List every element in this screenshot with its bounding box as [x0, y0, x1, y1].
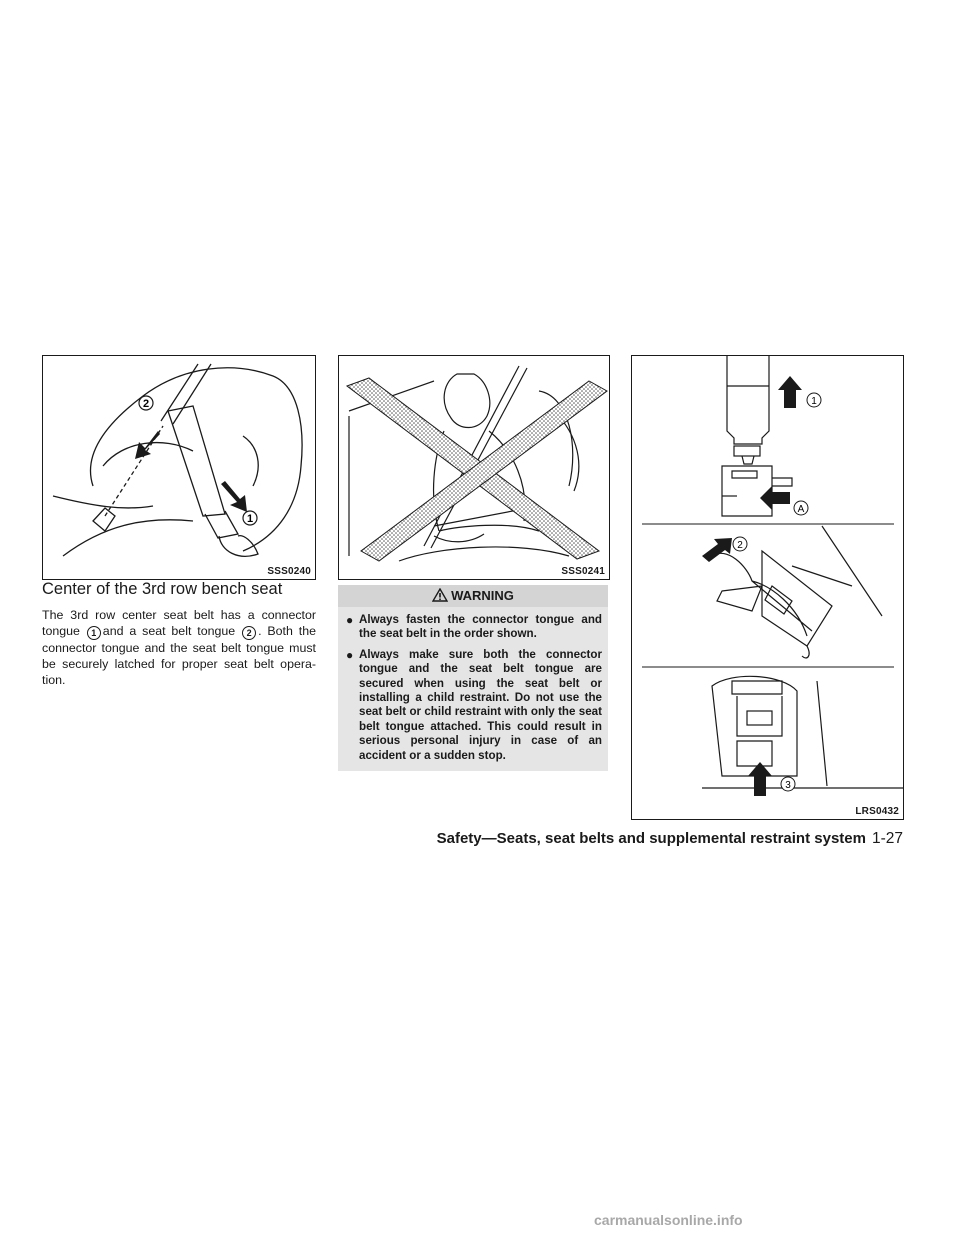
body-text-part: . Both the connector tongue and the seat…: [42, 624, 316, 687]
warning-box: WARNING ● Always fasten the connector ton…: [338, 585, 608, 771]
marker-1: 1: [86, 626, 101, 640]
seat-belt-latching-illustration: 2 1: [52, 363, 303, 557]
figure-sss0240: 2 1 SSS0240: [42, 355, 316, 580]
callout-2: 2: [143, 398, 149, 410]
page-footer: Safety—Seats, seat belts and supplementa…: [437, 830, 903, 848]
warning-item-text: Always make sure both the connector tong…: [359, 647, 602, 762]
figure-lrs0432: 1 A 2 3 LRS0432: [631, 355, 904, 820]
body-text-part: The 3rd row center seat belt has a conne…: [42, 608, 316, 638]
figure-code: SSS0241: [561, 566, 605, 577]
figure-code: SSS0240: [267, 566, 311, 577]
figure-code: LRS0432: [855, 806, 899, 817]
callout-A: A: [798, 504, 805, 515]
warning-item-text: Always fasten the connector tongue and t…: [359, 613, 602, 641]
marker-2: 2: [242, 626, 257, 640]
warning-header: WARNING: [338, 585, 608, 607]
page-number: 1-27: [871, 830, 903, 847]
chapter-title: Safety—Seats, seat belts and supplementa…: [436, 830, 866, 847]
callout-1: 1: [811, 396, 817, 407]
bullet-icon: ●: [346, 647, 354, 662]
section-title: Center of the 3rd row bench seat: [42, 580, 283, 598]
incorrect-belt-use-illustration: [345, 365, 608, 562]
callout-3: 3: [785, 780, 791, 791]
connector-latching-steps-illustration: 1 A 2 3: [642, 356, 903, 796]
warning-title: WARNING: [451, 588, 514, 603]
section-body: The 3rd row center seat belt has a conne…: [42, 607, 316, 688]
figure-sss0241: SSS0241: [338, 355, 610, 580]
warning-item: ● Always fasten the connector tongue and …: [346, 613, 602, 642]
warning-item: ● Always make sure both the connector ton…: [346, 648, 602, 763]
warning-triangle-icon: [432, 588, 449, 602]
callout-2: 2: [737, 540, 743, 551]
warning-list: ● Always fasten the connector tongue and …: [338, 613, 608, 763]
callout-1: 1: [247, 513, 253, 525]
watermark: carmanualsonline.info: [594, 1212, 743, 1228]
body-text-part: and a seat belt tongue: [102, 624, 236, 638]
bullet-icon: ●: [346, 613, 354, 627]
